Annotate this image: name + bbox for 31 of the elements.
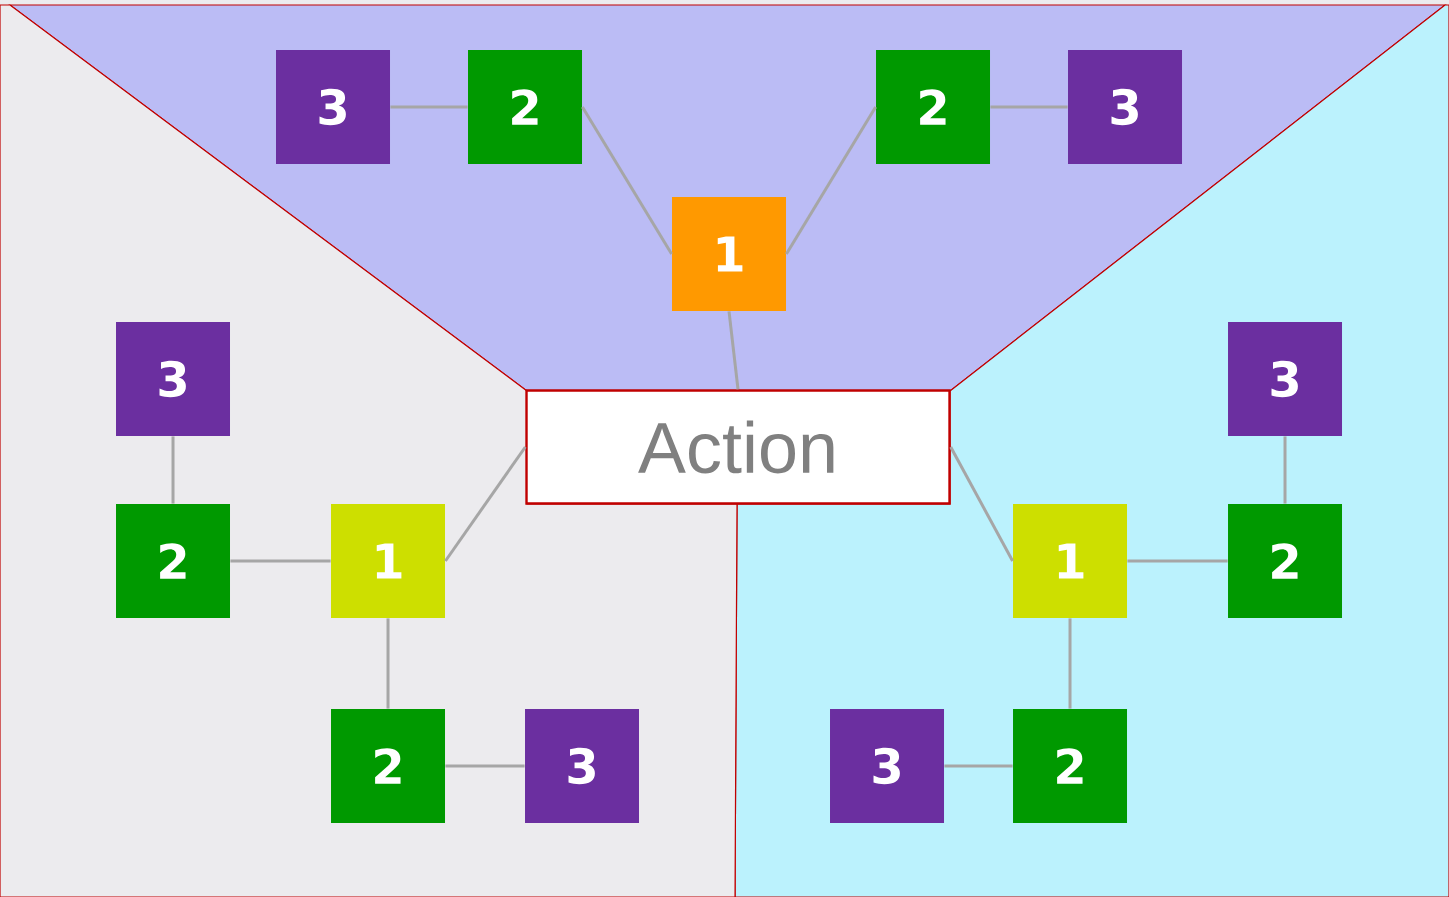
- number-square: 3: [276, 50, 390, 164]
- connector-line: [445, 764, 525, 768]
- connector-line: [171, 436, 175, 504]
- number-square: 2: [468, 50, 582, 164]
- number-square: 2: [1228, 504, 1342, 618]
- connector-line: [581, 106, 673, 255]
- connector-line: [785, 106, 877, 255]
- connector-line: [444, 446, 527, 562]
- number-square: 1: [1013, 504, 1127, 618]
- action-box: Action: [525, 389, 951, 505]
- number-square: 1: [672, 197, 786, 311]
- number-square: 2: [116, 504, 230, 618]
- connector-line: [944, 764, 1013, 768]
- connector-line: [727, 311, 740, 390]
- connector-line: [1283, 436, 1287, 504]
- number-square: 2: [331, 709, 445, 823]
- number-square: 3: [1228, 322, 1342, 436]
- number-square: 3: [1068, 50, 1182, 164]
- number-square: 3: [525, 709, 639, 823]
- number-square: 2: [1013, 709, 1127, 823]
- connector-line: [1068, 618, 1072, 709]
- connector-line: [390, 105, 468, 109]
- connector-line: [230, 559, 331, 563]
- connector-line: [1127, 559, 1228, 563]
- number-square: 1: [331, 504, 445, 618]
- connector-line: [949, 446, 1014, 562]
- number-square: 3: [116, 322, 230, 436]
- connector-line: [386, 618, 390, 709]
- number-square: 3: [830, 709, 944, 823]
- connector-line: [990, 105, 1068, 109]
- number-square: 2: [876, 50, 990, 164]
